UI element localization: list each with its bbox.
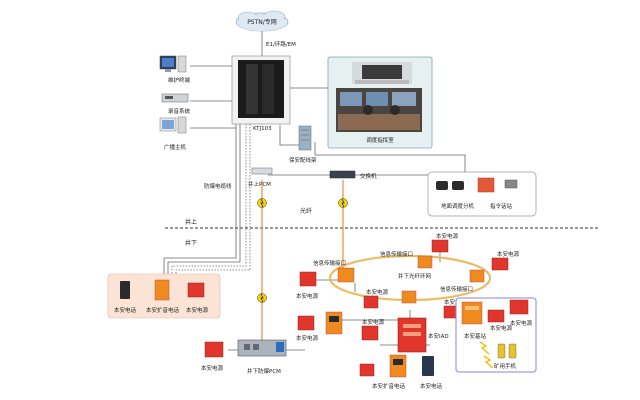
info-interface-node: 信息传输接口 xyxy=(401,285,473,304)
power-supply-label: 本安电源 xyxy=(497,250,520,258)
power-supply-label: 本安电源 xyxy=(296,292,319,300)
recording-system-label: 录音系统 xyxy=(168,107,191,115)
ktj103-cabinet: KTJ103 xyxy=(231,55,291,132)
iad-label: 本安IAD xyxy=(428,332,449,340)
command-phone-label: 指令话站 xyxy=(490,202,513,210)
recording-system: 录音系统 xyxy=(161,93,191,115)
wireless-signal-icon xyxy=(479,341,490,355)
mine-handset-icon xyxy=(497,343,506,359)
wireless-group: 本安电源 本安电源 本安基站 矿用手机 xyxy=(455,297,537,373)
base-station-label: 本安基站 xyxy=(464,332,487,340)
info-interface-label: 信息传输接口 xyxy=(380,250,413,258)
explosion-proof-marker xyxy=(257,293,267,303)
switch-device: 交换机 xyxy=(329,170,377,180)
underground-pcm: 井下防爆PCM xyxy=(237,339,287,375)
bottom-speaker-phone-label: 本安扩音电话 xyxy=(372,382,406,390)
maintenance-terminal-label: 维护终端 xyxy=(168,76,191,84)
power-supply-icon xyxy=(487,309,505,323)
explosion-proof-cable-label: 防爆电缆线 xyxy=(204,182,232,190)
phone-device: 本安电话 xyxy=(420,356,443,390)
surface-label: 井上 xyxy=(185,218,197,226)
info-interface-label: 信息传输接口 xyxy=(313,259,346,267)
explosion-proof-marker xyxy=(338,198,348,208)
dispatch-room-panel: 调度指挥室 xyxy=(327,56,433,149)
security-frame-label: 保安配线架 xyxy=(289,156,317,164)
power-supply-label: 本安电源 xyxy=(296,334,319,342)
power-supply: 本安电源 xyxy=(491,250,520,271)
bottom-phone-label: 本安电话 xyxy=(420,382,443,390)
power-supply-label: 本安电源 xyxy=(201,364,224,372)
ground-extension-label: 地面调度分机 xyxy=(441,202,475,210)
security-frame: 保安配线架 xyxy=(289,125,317,164)
wireless-signal-icon xyxy=(483,355,494,369)
underground-label: 井下 xyxy=(185,239,197,247)
broadcast-host-label: 广播主机 xyxy=(164,143,187,151)
command-phone-icon xyxy=(477,177,495,193)
power-supply-label: 本安电源 xyxy=(362,318,385,326)
underground-ring-label: 井下光纤环网 xyxy=(398,272,432,280)
power-supply: 本安电源 xyxy=(296,271,319,300)
speaker-phone: 本安扩音电话 xyxy=(372,354,407,390)
ring-node xyxy=(469,269,485,283)
power-supply: 本安电源 xyxy=(363,288,389,309)
power-supply-icon xyxy=(509,299,529,315)
power-supply-icon xyxy=(187,282,205,298)
ground-extension-panel: 地面调度分机 指令话站 xyxy=(427,171,537,217)
power-supply-label: 本安电源 xyxy=(366,288,389,296)
speaker-phone-icon xyxy=(154,279,170,301)
pstn-label: PSTN/专网 xyxy=(247,18,277,26)
power-supply: 本安电源 xyxy=(296,315,319,342)
left-power-label: 本安电源 xyxy=(186,306,209,314)
desk-phone-icon xyxy=(452,181,464,190)
broadcast-host: 广播主机 xyxy=(159,116,187,151)
power-supply: 本安电源 xyxy=(201,341,224,372)
switch-label: 交换机 xyxy=(360,172,377,180)
power-supply xyxy=(359,363,375,377)
info-interface-label: 信息传输接口 xyxy=(440,285,473,293)
left-phone-label: 本安电话 xyxy=(114,306,137,314)
info-interface-node: 信息传输接口 xyxy=(380,250,433,269)
power-supply: 本安电源 xyxy=(361,318,385,341)
maintenance-terminal: 维护终端 xyxy=(159,55,191,84)
underground-pcm-label: 井下防爆PCM xyxy=(247,367,281,375)
left-speaker-phone-label: 本安扩音电话 xyxy=(146,306,180,314)
explosion-proof-marker xyxy=(257,198,267,208)
power-supply-label: 本安电源 xyxy=(444,298,467,306)
ground-pcm: 井上PCM xyxy=(248,167,273,188)
ground-pcm-label: 井上PCM xyxy=(248,180,271,188)
power-supply-label: 本安电源 xyxy=(490,324,513,332)
speaker-phone xyxy=(325,311,343,335)
ktj103-label: KTJ103 xyxy=(253,126,272,132)
power-supply: 本安电源 xyxy=(431,232,459,253)
mine-handset-icon xyxy=(508,343,517,359)
dispatch-room-label: 调度指挥室 xyxy=(366,136,394,144)
base-station-icon xyxy=(461,301,483,325)
desk-phone-icon xyxy=(436,181,448,190)
e1-label: E1/环路/EM xyxy=(266,40,296,48)
pstn-cloud: PSTN/专网 xyxy=(235,10,289,32)
info-interface-node: 信息传输接口 xyxy=(313,259,355,283)
power-supply-label: 本安电源 xyxy=(510,319,533,327)
phone-icon xyxy=(120,281,130,299)
command-speaker-icon xyxy=(504,179,518,189)
power-supply-label: 本安电源 xyxy=(436,232,459,240)
mine-handset-label: 矿用手机 xyxy=(494,362,517,370)
left-underground-group: 本安电话 本安扩音电话 本安电源 xyxy=(107,273,221,319)
iad-device: 本安IAD xyxy=(397,317,449,353)
fiber-label: 光纤 xyxy=(300,207,312,215)
